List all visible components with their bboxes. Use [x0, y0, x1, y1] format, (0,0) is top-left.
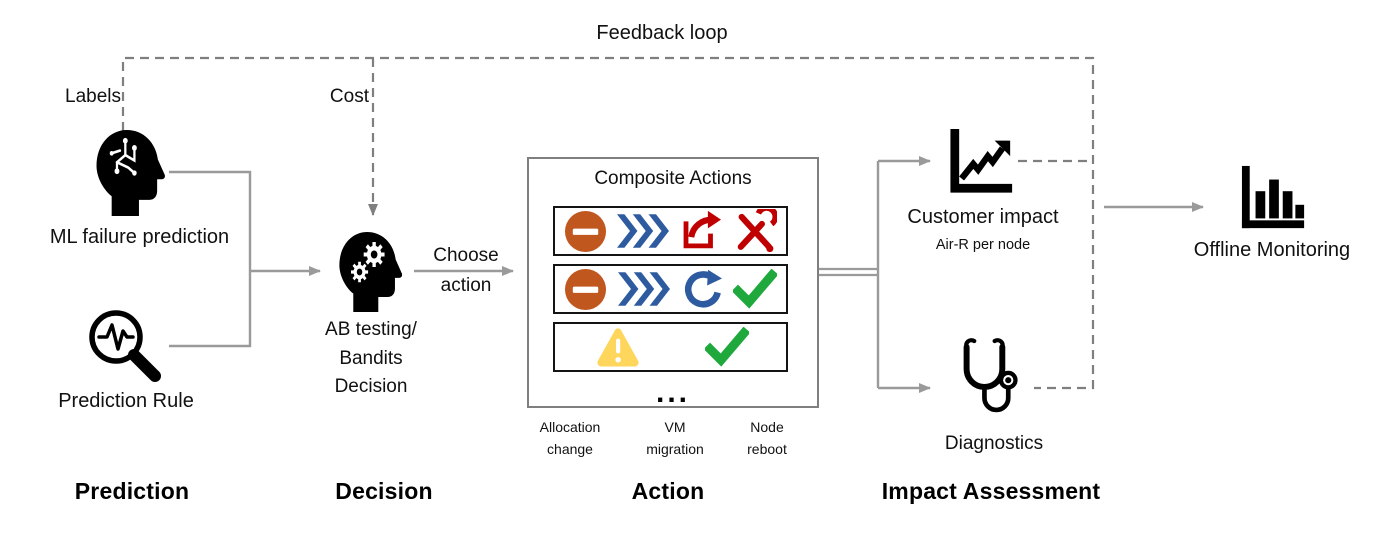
prediction-rule-label: Prediction Rule	[58, 390, 194, 412]
feedback-loop-path	[121, 56, 1095, 390]
gears-head-icon	[339, 232, 403, 312]
prediction-bracket	[169, 170, 252, 348]
ml-failure-prediction-label: ML failure prediction	[49, 226, 230, 248]
diagnostics-label: Diagnostics	[944, 433, 1044, 454]
offline-monitoring-label: Offline Monitoring	[1193, 239, 1351, 261]
success-check-icon	[732, 269, 777, 309]
block-icon	[564, 268, 607, 310]
success-check-icon	[705, 327, 749, 367]
cost-annotation: Cost	[329, 86, 369, 107]
choose-action-label: Choose action	[433, 245, 499, 297]
footnote-node-reboot: Node reboot	[747, 419, 787, 457]
bar-chart-icon	[1241, 165, 1305, 229]
triple-chevron-icon	[617, 214, 669, 248]
triple-chevron-icon	[617, 272, 670, 306]
feedback-loop-label: Feedback loop	[596, 22, 728, 44]
warning-icon	[597, 328, 639, 367]
block-icon	[564, 210, 607, 252]
composite-actions-box: Composite Actions ...	[527, 157, 819, 408]
composite-action-row-3	[553, 322, 788, 372]
labels-annotation: Labels	[65, 86, 121, 107]
reboot-icon	[685, 269, 723, 308]
stage-label-decision: Decision	[335, 478, 433, 504]
ml-brain-head-icon	[96, 130, 165, 216]
footnote-allocation-change: Allocation change	[539, 419, 601, 457]
ab-testing-bandits-label: AB testing/ Bandits Decision	[325, 319, 417, 397]
live-migration-icon	[683, 210, 721, 249]
air-r-per-node-label: Air-R per node	[935, 237, 1031, 253]
more-actions-ellipsis: ...	[655, 376, 690, 409]
footnote-vm-migration: VM migration	[646, 419, 704, 457]
composite-action-row-2	[553, 264, 788, 314]
composite-actions-title: Composite Actions	[594, 168, 752, 189]
stage-label-prediction: Prediction	[74, 478, 190, 504]
repair-tools-icon	[737, 209, 777, 253]
trend-chart-icon	[950, 128, 1013, 193]
customer-impact-label: Customer impact	[907, 206, 1059, 228]
stage-label-action: Action	[631, 478, 705, 504]
composite-action-row-1	[553, 206, 788, 256]
stethoscope-icon	[963, 338, 1018, 413]
stage-label-impact-assessment: Impact Assessment	[881, 478, 1101, 504]
prediction-rule-magnifier-icon	[89, 310, 161, 382]
